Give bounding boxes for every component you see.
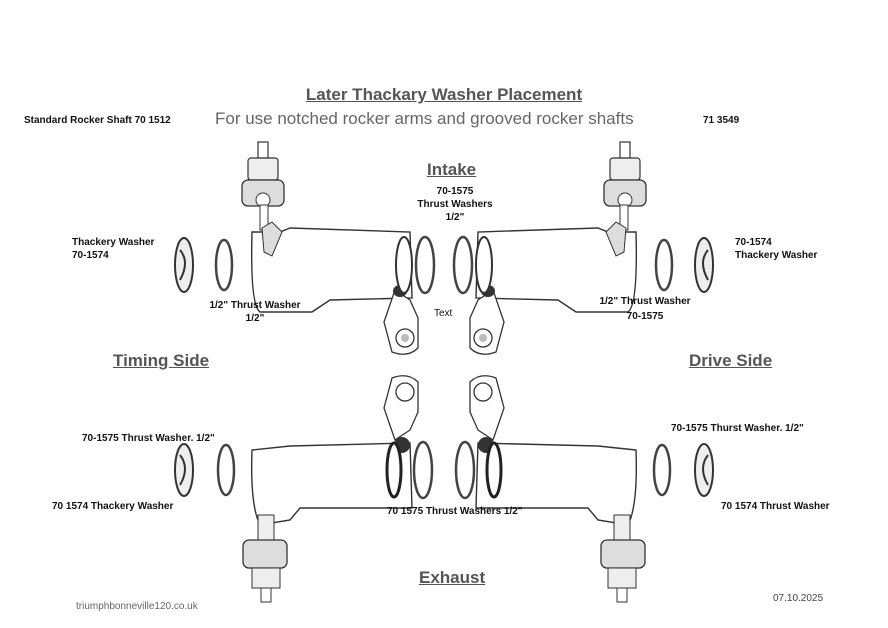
label-line: Thackery Washer	[72, 237, 155, 248]
label-line: 70-1575	[436, 186, 474, 197]
label-line: 1/2"	[445, 212, 465, 223]
tr-thrust-label: 1/2" Thrust Washer 70-1575	[590, 294, 700, 324]
rocker-arm-exhaust-timing	[173, 374, 434, 604]
footer-date: 07.10.2025	[773, 593, 824, 604]
br-thackery-label: 70 1574 Thrust Washer	[721, 501, 830, 512]
intake-center-label: 70-1575 Thrust Washers 1/2"	[410, 185, 500, 224]
label-line: Thackery Washer	[735, 250, 818, 261]
label-line: 70-1575	[626, 311, 664, 322]
section-drive-side: Drive Side	[689, 351, 773, 370]
center-text-label: Text	[434, 308, 453, 319]
subtitle: For use notched rocker arms and grooved …	[215, 109, 634, 128]
label-line: 70-1574	[72, 250, 109, 261]
tr-thackery-label: 70-1574 Thackery Washer	[735, 236, 817, 262]
section-intake: Intake	[427, 160, 477, 179]
bottom-center-label: 70 1575 Thrust Washers 1/2"	[387, 506, 523, 517]
br-thrust-label: 70-1575 Thurst Washer. 1/2"	[671, 423, 804, 434]
shaft-left-label: Standard Rocker Shaft 70 1512	[24, 115, 171, 126]
tl-thackery-label: Thackery Washer 70-1574	[72, 236, 154, 262]
page-title: Later Thackary Washer Placement	[305, 85, 583, 104]
label-line: 1/2" Thrust Washer	[209, 300, 301, 311]
shaft-right-label: 71 3549	[703, 115, 740, 126]
rocker-arm-exhaust-drive	[454, 374, 715, 604]
label-line: 70-1574	[735, 237, 772, 248]
bl-thackery-label: 70 1574 Thackery Washer	[52, 501, 174, 512]
footer-site: triumphbonneville120.co.uk	[76, 601, 198, 612]
section-exhaust: Exhaust	[419, 568, 486, 587]
label-line: 1/2"	[245, 313, 265, 324]
section-timing-side: Timing Side	[113, 351, 210, 370]
tl-thrust-label: 1/2" Thrust Washer 1/2"	[200, 299, 310, 325]
label-line: Thrust Washers	[417, 199, 493, 210]
bl-thrust-label: 70-1575 Thrust Washer. 1/2"	[82, 433, 215, 444]
label-line: 1/2" Thrust Washer	[599, 296, 691, 307]
